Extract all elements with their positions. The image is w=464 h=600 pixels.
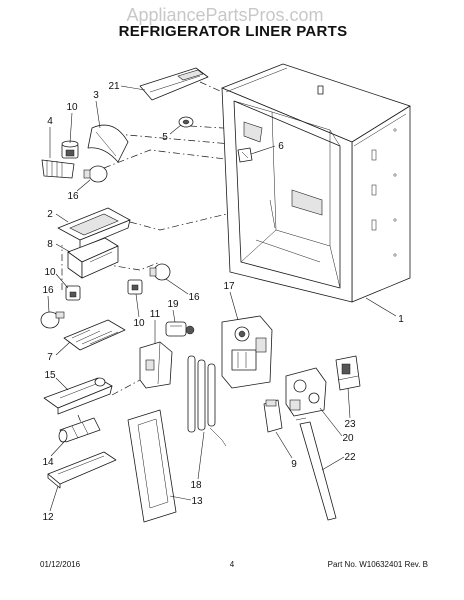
leader-line (172, 309, 176, 323)
leader-line (321, 456, 345, 471)
leader-line (55, 273, 69, 289)
part-19-valve (165, 321, 195, 337)
part-22-tube (295, 417, 337, 521)
callout-10-b: 10 (44, 267, 56, 278)
part-16-bulb-left (40, 311, 65, 329)
part-12-filter-cover (47, 451, 117, 489)
callout-15: 15 (44, 370, 56, 381)
part-8-lamp-housing (67, 237, 119, 279)
callout-23: 23 (344, 419, 356, 430)
callout-16-c: 16 (188, 292, 200, 303)
watermark: AppliancePartsPros.com (126, 5, 323, 25)
part-10-socket-center (127, 279, 143, 295)
dash-line (77, 414, 83, 426)
callout-17: 17 (223, 281, 235, 292)
callout-10-c: 10 (133, 318, 145, 329)
part-7-lens (63, 319, 126, 351)
leader-line (55, 377, 69, 391)
callout-18: 18 (190, 480, 202, 491)
part-17-valve-assembly (221, 315, 273, 389)
dash-line (111, 379, 141, 396)
callout-19: 19 (167, 299, 179, 310)
leader-lines (47, 85, 397, 512)
part-1-liner (221, 63, 411, 303)
part-3-lamp-shield (87, 124, 129, 163)
callout-10-a: 10 (66, 102, 78, 113)
callout-21: 21 (108, 81, 120, 92)
callout-5: 5 (162, 132, 168, 143)
leader-line (47, 295, 50, 313)
callout-6: 6 (278, 141, 284, 152)
callout-3: 3 (93, 90, 99, 101)
leader-line (197, 431, 205, 480)
leader-line (135, 293, 140, 318)
leader-line (55, 341, 71, 356)
part-23-bracket (335, 355, 361, 391)
part-15-filter-housing (43, 377, 113, 415)
leader-line (120, 85, 146, 91)
part-14-filter-cartridge (58, 417, 101, 443)
callout-16-a: 16 (67, 191, 79, 202)
leader-line (55, 243, 71, 253)
leader-line (55, 213, 69, 223)
part-11-bracket (139, 341, 173, 389)
part-10-socket-top (61, 140, 79, 159)
callout-20: 20 (342, 433, 354, 444)
leader-line (95, 100, 101, 129)
footer-part-number: Part No. W10632401 Rev. B (328, 560, 428, 569)
part-6-clip (237, 147, 253, 163)
callout-13: 13 (191, 496, 203, 507)
leader-line (76, 179, 91, 192)
callout-14: 14 (42, 457, 54, 468)
callouts: 21 10 3 4 5 6 16 2 8 10 16 17 16 19 11 1… (42, 81, 404, 523)
callout-16-b: 16 (42, 285, 54, 296)
part-16-bulb-center (149, 263, 171, 281)
callout-8: 8 (47, 239, 53, 250)
part-2-housing (57, 207, 131, 249)
part-5-grommet (178, 116, 194, 128)
part-4-connector (41, 159, 75, 179)
callout-12: 12 (42, 512, 54, 523)
leader-line (275, 431, 293, 459)
part-20-water-valve (285, 367, 327, 417)
callout-22: 22 (344, 452, 356, 463)
leader-line (319, 407, 343, 437)
leader-line (250, 145, 276, 155)
callout-4: 4 (47, 116, 53, 127)
part-9-clip (263, 399, 283, 433)
part-13-panel (127, 409, 177, 523)
footer-date: 01/12/2016 (40, 560, 81, 569)
part-18-tubing (187, 355, 227, 447)
part-21-cover (139, 67, 209, 101)
callout-9: 9 (291, 459, 297, 470)
leader-line (50, 441, 65, 457)
leader-line (169, 124, 182, 135)
callout-2: 2 (47, 209, 53, 220)
part-16-bulb-top (83, 165, 108, 183)
leader-line (49, 485, 59, 512)
leader-line (229, 291, 239, 321)
leader-line (165, 278, 189, 295)
leader-line (169, 495, 192, 501)
callout-7: 7 (47, 352, 53, 363)
leader-line (69, 112, 73, 144)
footer-page-number: 4 (230, 560, 235, 569)
leader-line (347, 387, 351, 419)
part-10-socket-left (65, 285, 81, 301)
leader-line (365, 297, 397, 317)
callout-11: 11 (150, 309, 161, 320)
page-title: REFRIGERATOR LINER PARTS (119, 23, 348, 40)
dash-line (115, 133, 301, 151)
callout-1: 1 (398, 314, 404, 325)
